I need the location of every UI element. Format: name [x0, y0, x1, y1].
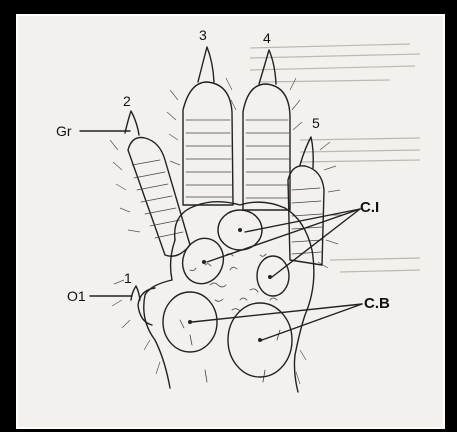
label-ci: C.I: [360, 199, 379, 216]
label-digit-2: 2: [123, 93, 131, 109]
label-cb: C.B: [364, 295, 390, 312]
label-digit-5: 5: [312, 115, 320, 131]
label-digit-3: 3: [199, 27, 207, 43]
leader-lines: [80, 131, 362, 340]
label-o1: O1: [67, 288, 86, 304]
basal-pads: [163, 292, 292, 377]
label-digit-4: 4: [263, 30, 271, 46]
label-digit-1: 1: [124, 270, 132, 286]
digit-4-toe: [243, 84, 290, 210]
digit-3-toe: [183, 82, 233, 205]
fur-hatching: [110, 78, 342, 384]
palm-outline: [138, 202, 314, 392]
label-gr: Gr: [56, 123, 72, 139]
digit-2-toe: [128, 138, 190, 257]
